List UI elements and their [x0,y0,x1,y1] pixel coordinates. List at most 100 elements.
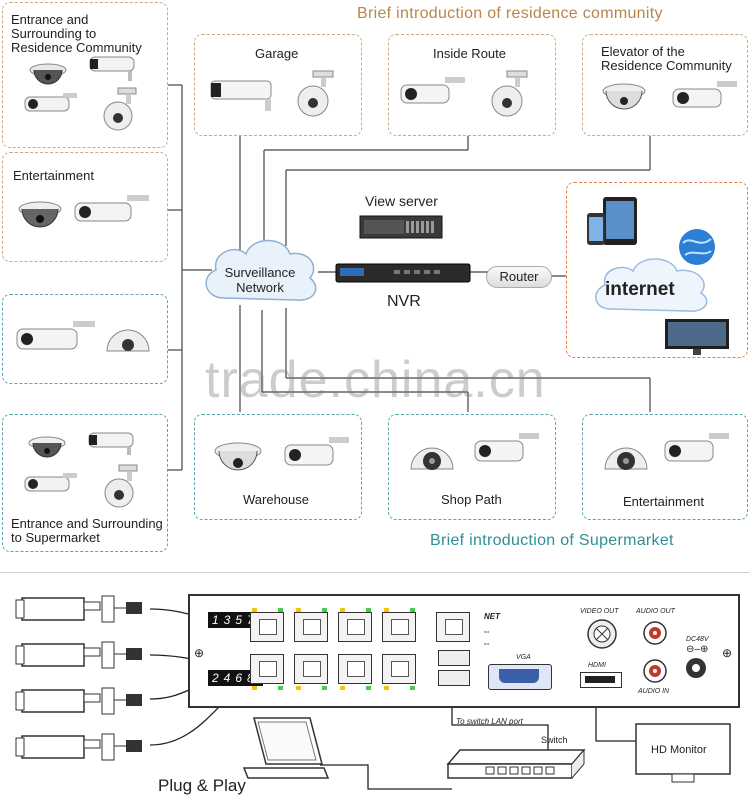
tablet-phone-icon [587,197,637,245]
residence-title: Brief introduction of residence communit… [357,5,663,22]
zone-warehouse: Warehouse [194,414,362,520]
poe-port-3[interactable] [294,612,328,642]
zone-elevator: Elevator of the Residence Community [582,34,748,136]
plug-play-label: Plug & Play [158,776,246,795]
hdmi-port[interactable] [580,672,622,688]
hd-monitor-icon [635,723,731,783]
polarity-icon: ⊖–⊕ [686,644,709,655]
dome-camera-icon [29,63,67,85]
dome-camera-icon [18,201,62,228]
dome-camera-icon [106,329,150,352]
usb-port-1[interactable] [438,650,470,666]
screw-icon: ⊕ [194,646,205,660]
bullet-camera-icon [284,437,349,466]
usb-icon: ⇔ [482,638,491,648]
audio-out-label: AUDIO OUT [636,608,675,615]
port-numbers-bottom: 2468 [208,670,263,686]
zone-label: Shop Path [441,492,502,507]
router-label: Router [486,266,552,288]
port-led [410,686,415,690]
video-out-label: VIDEO OUT [580,608,619,615]
zone-label: Entrance and Surrounding to Residence Co… [11,12,142,55]
port-numbers-top: 1357 [208,612,263,628]
screw-icon: ⊕ [722,646,733,660]
poe-port-6[interactable] [338,654,372,684]
bullet-camera-icon [400,77,465,104]
port-led [366,608,371,612]
nvr-label: NVR [387,293,421,310]
cloud-icon [595,258,708,312]
usb-port-2[interactable] [438,670,470,686]
zone-label: Entrance and Surrounding to Supermarket [11,516,163,545]
poe-port-4[interactable] [294,654,328,684]
audio-out-connector-icon[interactable] [642,620,668,646]
port-led [252,608,257,612]
bullet-camera-icon [672,81,737,108]
ptz-camera-icon [103,87,137,131]
dc-label: DC48V [686,636,709,643]
vga-port[interactable] [488,664,552,690]
ptz-camera-icon [297,70,334,117]
dome-camera-icon [602,83,646,110]
zone-entrance-supermarket: Entrance and Surrounding to Supermarket [2,414,168,552]
zone-label: Entertainment [623,494,704,509]
zone-internet: internet [566,182,748,358]
zone-entrance-residence: Entrance and Surrounding to Residence Co… [2,2,168,148]
zone-label: Garage [255,46,299,61]
port-led [278,608,283,612]
dome-camera-icon [28,436,66,458]
section-divider [0,572,750,573]
poe-port-7[interactable] [382,612,416,642]
port-led [252,686,257,690]
view-server-label: View server [365,193,438,209]
server-icon [359,215,443,239]
bnc-connector-icon[interactable] [586,618,618,650]
bullet-camera-icon [474,433,539,462]
poe-port-1[interactable] [250,612,284,642]
bullet-camera-icon [15,687,142,715]
globe-icon [679,229,715,265]
port-led [322,608,327,612]
bullet-camera-icon [15,733,142,761]
zone-label: Entertainment [13,168,94,183]
port-led [410,608,415,612]
bullet-camera-icon [24,93,77,112]
zone-garage: Garage [194,34,362,136]
bullet-camera-icon [15,595,142,623]
zone-label: Warehouse [243,492,309,507]
poe-port-5[interactable] [338,612,372,642]
dc-jack-icon[interactable] [684,656,708,680]
bullet-camera-icon [664,433,729,462]
audio-in-label: AUDIO IN [638,688,670,695]
bullet-camera-icon [89,56,135,81]
port-led [366,686,371,690]
nvr-back-panel: 1357 2468 NET ⇔ ⇔ VGA HDMI VIDEO OUT AUD… [188,594,740,708]
zone-inside-route: Inside Route [388,34,556,136]
audio-in-connector-icon[interactable] [642,658,668,684]
network-switch-icon[interactable] [446,748,586,784]
network-lines [168,84,651,471]
port-led [296,686,301,690]
cloud-icon [205,239,317,301]
poe-port-2[interactable] [250,654,284,684]
zone-left-middle [2,294,168,384]
bullet-camera-icon [88,432,134,455]
zone-shop-path: Shop Path [388,414,556,520]
ptz-camera-icon [104,464,138,508]
net-port[interactable] [436,612,470,642]
usb-icon: ⇔ [482,626,491,636]
hdmi-label: HDMI [588,662,606,669]
bullet-camera-icon [15,641,142,669]
port-led [322,686,327,690]
hd-monitor-label: HD Monitor [651,744,707,756]
ptz-camera-icon [491,70,528,117]
nvr-device-icon [335,263,471,283]
port-led [384,686,389,690]
monitor-icon [665,319,729,355]
bullet-camera-icon [210,80,272,111]
laptop-icon [242,717,330,779]
bullet-camera-icon [16,321,95,350]
zone-label: Inside Route [433,46,506,61]
zone-label: Elevator of the Residence Community [601,44,732,73]
poe-port-8[interactable] [382,654,416,684]
